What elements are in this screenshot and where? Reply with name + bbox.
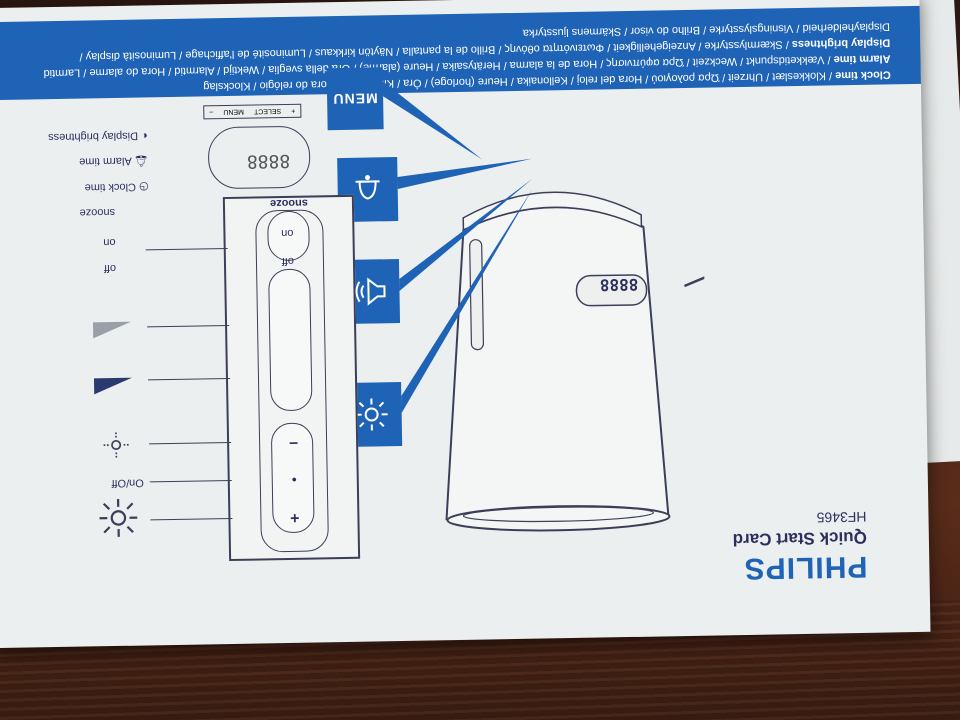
quick-start-card: PHILIPS Quick Start Card HF3465 Clock ti… xyxy=(0,0,931,649)
volume-control-box xyxy=(338,259,401,325)
side-off-label: off xyxy=(103,261,117,275)
panel-on-label: on xyxy=(281,226,294,240)
minus-button[interactable]: – xyxy=(289,434,299,452)
strip-minus[interactable]: – xyxy=(209,108,214,116)
wake-up-light-drawing xyxy=(445,191,710,532)
brightness-high-icon xyxy=(99,499,138,537)
card-title: Quick Start Card xyxy=(732,527,868,550)
strip-plus[interactable]: + xyxy=(291,107,296,115)
volume-down-icon xyxy=(92,321,131,339)
bell-icon xyxy=(355,175,380,200)
legend-clock: ◷ Clock time xyxy=(84,180,149,194)
callout-wedges xyxy=(382,81,533,413)
pointer-plus xyxy=(150,517,233,521)
banner-line-4: Displayhelderheid / Visningslysstyrke / … xyxy=(522,20,891,39)
pointer-dot xyxy=(149,479,232,483)
button-strip: + SELECT MENU – xyxy=(203,103,302,120)
strip-menu[interactable]: MENU xyxy=(223,108,244,116)
pointer-vol-down xyxy=(147,324,230,328)
volume-slider[interactable] xyxy=(268,268,313,412)
pointer-vol-up xyxy=(147,377,230,381)
side-snooze-label: snooze xyxy=(79,205,116,219)
pointer-switch xyxy=(145,247,228,251)
brightness-control-box xyxy=(341,381,403,448)
onoff-label: On/Off xyxy=(111,476,144,490)
strip-select[interactable]: SELECT xyxy=(253,107,282,116)
model-number: HF3465 xyxy=(816,508,867,526)
panel-off-label: off xyxy=(281,254,295,268)
volume-up-icon xyxy=(355,277,386,306)
legend-brightness: ◐ Display brightness xyxy=(48,129,148,144)
brightness-slider[interactable]: + • – xyxy=(270,422,315,534)
alarm-control-box xyxy=(337,157,399,223)
brightness-low-icon xyxy=(103,432,129,458)
side-on-label: on xyxy=(103,235,116,249)
plus-button[interactable]: + xyxy=(289,508,300,526)
legend-alarm: 🔔︎ Alarm time xyxy=(79,154,149,168)
brand-logo: PHILIPS xyxy=(743,549,868,586)
lamp-display-digits: 8888 xyxy=(599,274,639,295)
card-content-upside-down: PHILIPS Quick Start Card HF3465 Clock ti… xyxy=(0,5,921,586)
volume-up-icon xyxy=(93,377,132,395)
onoff-dot[interactable]: • xyxy=(291,471,297,488)
brightness-high-icon xyxy=(355,398,388,431)
display-digits: 8888 xyxy=(246,149,291,172)
pointer-minus xyxy=(149,441,232,445)
panel-snooze-label: snooze xyxy=(269,196,309,210)
